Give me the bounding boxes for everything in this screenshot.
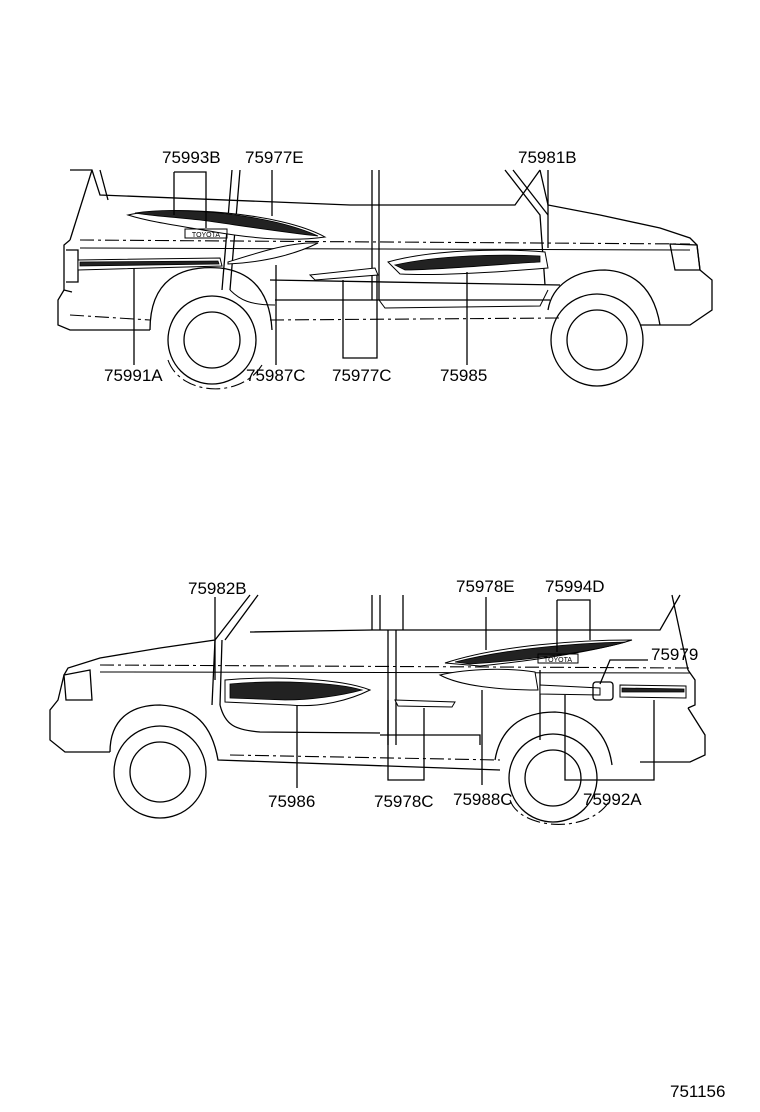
label-75992a: 75992A — [583, 790, 642, 809]
label-75991a: 75991A — [104, 366, 163, 385]
bottom-leader-lines — [214, 597, 655, 788]
top-vehicle-illustration: TOYOTA — [57, 169, 713, 390]
label-75979: 75979 — [651, 645, 698, 664]
label-75987c: 75987C — [246, 366, 306, 385]
label-75993b: 75993B — [162, 148, 221, 167]
top-leader-lines — [133, 170, 549, 365]
label-75986: 75986 — [268, 792, 315, 811]
label-75977e: 75977E — [245, 148, 304, 167]
label-75977c: 75977C — [332, 366, 392, 385]
label-75982b: 75982B — [188, 579, 247, 598]
label-75994d: 75994D — [545, 577, 605, 596]
label-75981b: 75981B — [518, 148, 577, 167]
bottom-emblem: TOYOTA — [544, 657, 572, 664]
bottom-vehicle-illustration: TOYOTA — [49, 594, 706, 825]
label-75985: 75985 — [440, 366, 487, 385]
top-emblem: TOYOTA — [192, 232, 220, 239]
label-75988c: 75988C — [453, 790, 513, 809]
label-75978c: 75978C — [374, 792, 434, 811]
diagram-id: 751156 — [670, 1082, 725, 1101]
label-75978e: 75978E — [456, 577, 515, 596]
